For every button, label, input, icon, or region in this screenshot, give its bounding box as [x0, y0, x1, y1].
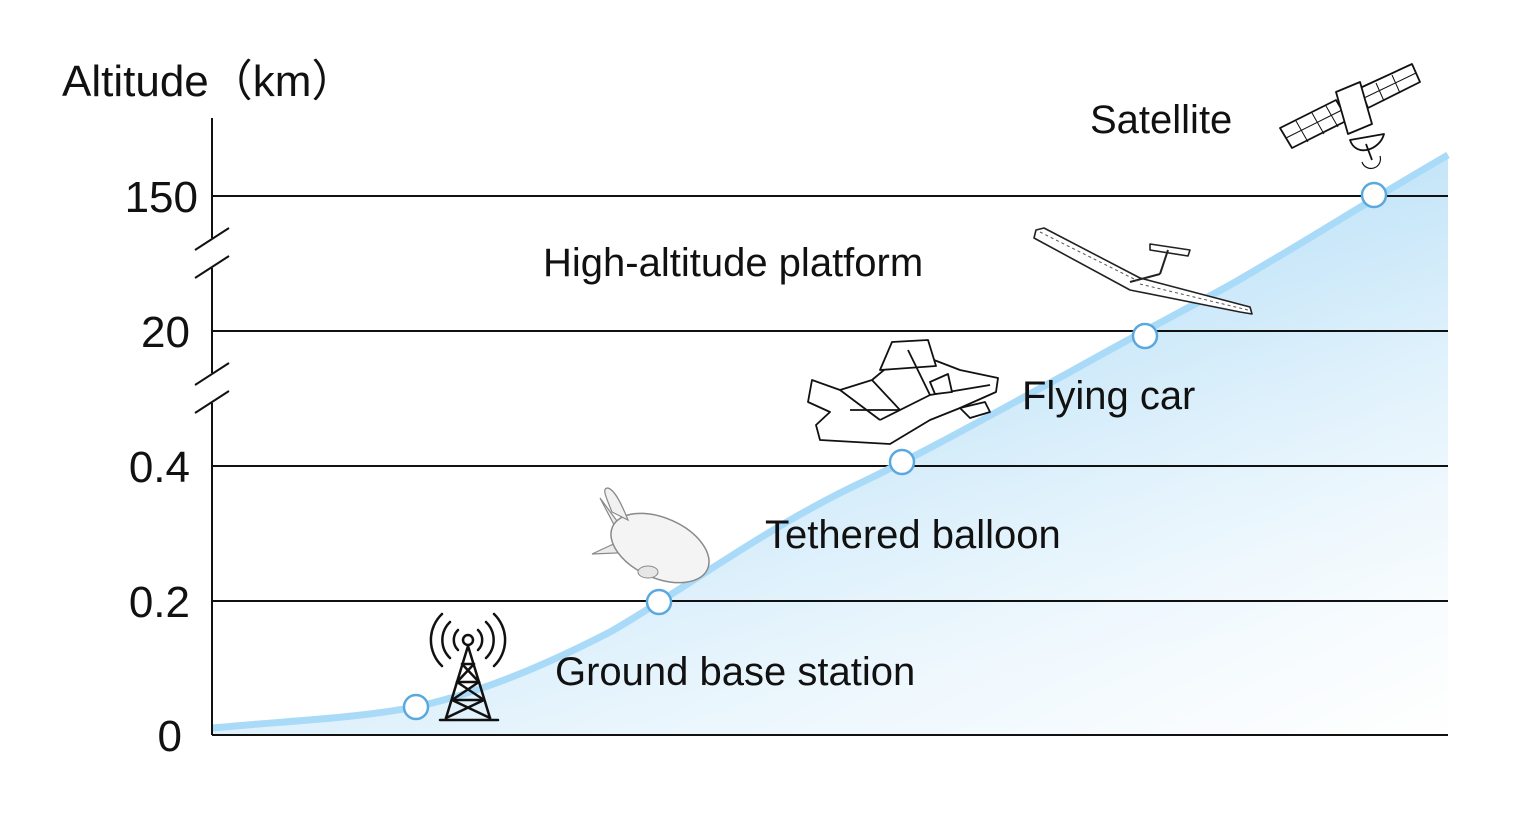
- y-tick-label: 0.4: [129, 443, 190, 492]
- balloon-marker: [645, 588, 673, 616]
- blimp-icon: [591, 487, 710, 584]
- cell-tower-icon: [429, 612, 507, 722]
- y-tick-label: 0.2: [129, 578, 190, 627]
- axis-break-marker: [194, 227, 230, 279]
- y-tick-label: 150: [125, 173, 198, 222]
- y-tick-label: 0: [158, 712, 182, 761]
- flying-car-marker: [888, 448, 916, 476]
- satellite-marker: [1360, 181, 1388, 209]
- y-axis-title: Altitude（km）: [62, 57, 355, 106]
- hap-label: High-altitude platform: [543, 241, 923, 285]
- balloon-label: Tethered balloon: [765, 513, 1061, 557]
- ground-station-label: Ground base station: [555, 650, 915, 694]
- flying-car-icon: [807, 339, 999, 445]
- y-tick-label: 20: [141, 308, 190, 357]
- hap-marker: [1131, 322, 1159, 350]
- axis-break-marker: [194, 362, 230, 414]
- ground-station-marker: [402, 693, 430, 721]
- satellite-icon: [1279, 63, 1421, 170]
- satellite-label: Satellite: [1090, 98, 1232, 142]
- flying-car-label: Flying car: [1022, 374, 1195, 418]
- solar-glider-icon: [1033, 227, 1253, 315]
